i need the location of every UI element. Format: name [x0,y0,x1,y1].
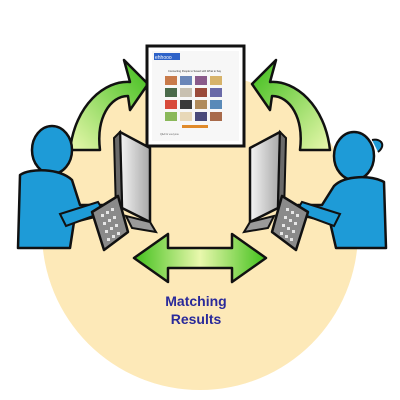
caption-line-2: Results [170,311,222,327]
right-monitor [242,129,288,234]
screen-heading: Connecting People to Saved with What to … [168,69,222,73]
matching-double-arrow [132,232,268,284]
upload-arrow-left [68,58,150,152]
right-person [294,130,388,250]
left-keyboard [90,194,130,252]
caption-line-1: Matching [165,293,227,309]
website-screen: ehhooo Connecting People to Saved with W… [145,44,246,148]
left-monitor [112,129,158,234]
left-person [16,124,108,250]
matching-results-caption: Matching Results [126,292,266,328]
thumbnail-grid [165,76,222,121]
upload-arrow-right [250,58,332,152]
screen-footer: Q&A for everyone [160,133,180,136]
right-keyboard [270,194,310,252]
screen-logo: ehhooo [155,55,172,61]
